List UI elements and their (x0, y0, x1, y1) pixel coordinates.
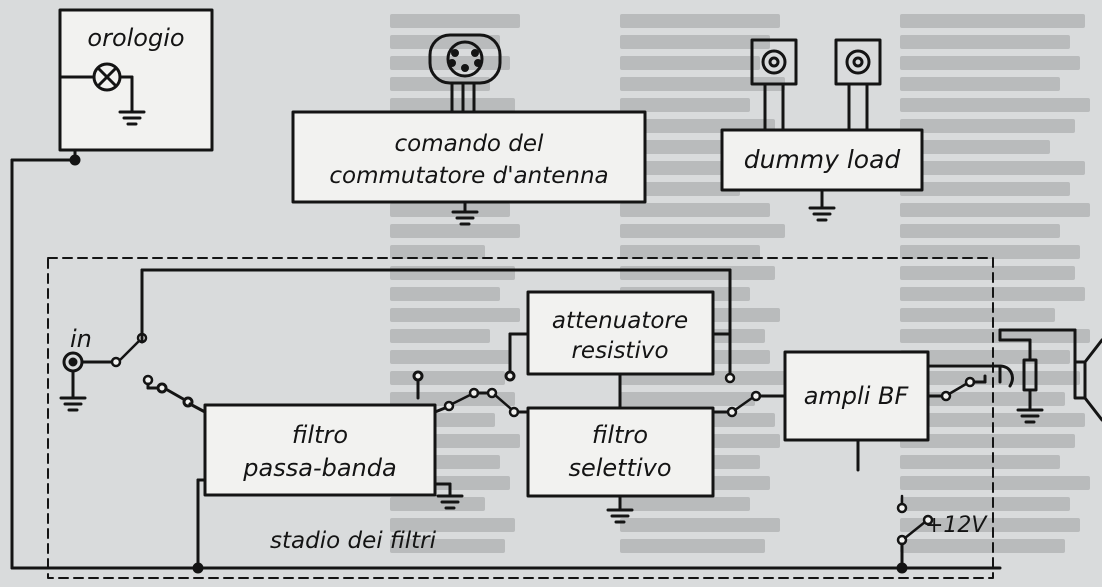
filtro-passa-banda-box (203, 403, 437, 497)
ground-symbol (1016, 408, 1044, 424)
comando-label-line2: commutatore d'antenna (329, 163, 608, 189)
attenuatore-box (526, 290, 715, 376)
resistor-icon (1022, 358, 1038, 392)
filtro-sel-label-line1: filtro (592, 421, 648, 449)
ampli-bf-box (783, 350, 930, 442)
ground-symbol (451, 210, 479, 226)
socket-icon (834, 38, 882, 132)
headphone-jack-icon (998, 364, 1014, 388)
ground-symbol (606, 508, 634, 524)
filter-stage-enclosure (47, 257, 994, 579)
ground-symbol (118, 110, 146, 126)
junction-dot (69, 154, 81, 166)
switch-12v (896, 494, 934, 546)
filtro-sel-label-line2: selettivo (568, 454, 671, 482)
comando-label-line1: comando del (395, 131, 545, 157)
din-connector-icon (428, 33, 502, 114)
attenuatore-label-line2: resistivo (571, 338, 668, 364)
dummy-load-label: dummy load (744, 145, 901, 174)
stage-label: stadio dei filtri (270, 528, 437, 554)
dummy-load-box (720, 128, 924, 192)
switch-mid-right (486, 387, 520, 418)
comando-box (291, 110, 647, 204)
orologio-label: orologio (87, 24, 184, 52)
input-label: in (70, 325, 92, 353)
switch-in (110, 332, 154, 386)
ampli-bf-label: ampli BF (804, 382, 910, 410)
orologio-box (58, 8, 214, 152)
speaker-icon (998, 328, 1102, 422)
filtro-pb-label-line2: passa-banda (242, 454, 396, 482)
ground-symbol (808, 206, 836, 222)
ground-symbol (436, 494, 464, 510)
socket-icon (750, 38, 798, 132)
filtro-pb-label-line1: filtro (292, 421, 348, 449)
filtro-selettivo-box (526, 406, 715, 498)
switch-pre-ampli (724, 372, 762, 418)
supply-label: +12V (925, 513, 988, 538)
attenuatore-label-line1: attenuatore (552, 308, 688, 334)
switch-output (940, 376, 976, 402)
switch-mid-left (443, 387, 480, 412)
